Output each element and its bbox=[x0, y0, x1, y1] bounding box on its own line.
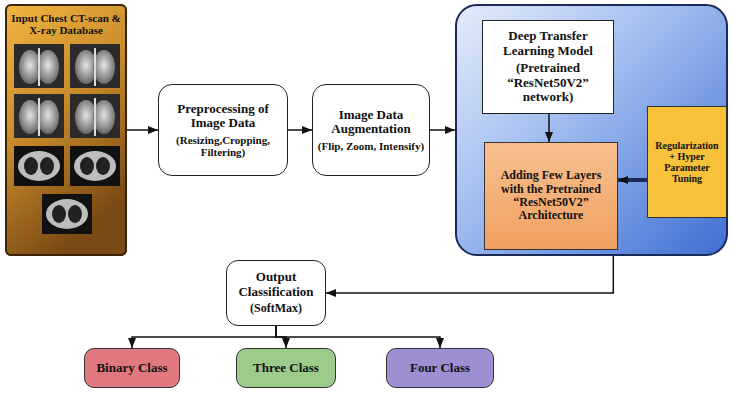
box-heading: Image Data Augmentation bbox=[317, 108, 425, 137]
layers-box: Adding Few Layers with the Pretrained “R… bbox=[484, 142, 618, 250]
database-panel: Input Chest CT-scan & X-ray Database bbox=[5, 4, 127, 256]
ct-thumbnails bbox=[14, 146, 120, 234]
model-box: Deep Transfer Learning Model (Pretrained … bbox=[482, 20, 614, 114]
output-box: Output Classification (SoftMax) bbox=[226, 260, 326, 326]
arrow-connector bbox=[548, 114, 550, 142]
arrow-connector bbox=[127, 129, 158, 131]
box-heading: Preprocessing of Image Data bbox=[163, 102, 283, 131]
arrow-connector bbox=[132, 326, 276, 348]
class-box: Four Class bbox=[386, 348, 494, 388]
box-heading: Input Chest CT-scan & X-ray Database bbox=[11, 12, 121, 37]
box-subtext: (Pretrained “ResNet50V2” network) bbox=[487, 61, 609, 105]
box-heading: Four Class bbox=[410, 361, 470, 376]
box-subtext: (SoftMax) bbox=[250, 302, 302, 315]
class-box: Three Class bbox=[236, 348, 336, 388]
box-heading: Three Class bbox=[253, 361, 319, 376]
arrow-connector bbox=[326, 256, 613, 293]
class-box: Binary Class bbox=[84, 348, 180, 388]
process-box: Preprocessing of Image Data (Resizing,Cro… bbox=[158, 84, 288, 176]
box-subtext: (Resizing,Cropping, Filtering) bbox=[163, 134, 283, 159]
process-box: Image Data Augmentation (Flip, Zoom, Inte… bbox=[312, 84, 430, 176]
arrow-connector bbox=[430, 129, 455, 131]
box-heading: Deep Transfer Learning Model bbox=[487, 29, 609, 58]
arrow-connector bbox=[288, 129, 312, 131]
box-heading: Binary Class bbox=[96, 361, 167, 376]
arrow-connector bbox=[276, 326, 440, 348]
model-panel: Deep Transfer Learning Model (Pretrained … bbox=[455, 4, 728, 256]
box-heading: Output Classification bbox=[231, 270, 321, 299]
box-heading: Adding Few Layers with the Pretrained “R… bbox=[489, 169, 613, 223]
arrow-connector bbox=[618, 178, 647, 182]
tuning-box: Regularization + Hyper Parameter Tuning bbox=[647, 106, 727, 218]
xray-thumbnails bbox=[14, 44, 120, 138]
box-subtext: (Flip, Zoom, Intensify) bbox=[318, 140, 424, 152]
box-heading: Regularization + Hyper Parameter Tuning bbox=[652, 140, 722, 185]
